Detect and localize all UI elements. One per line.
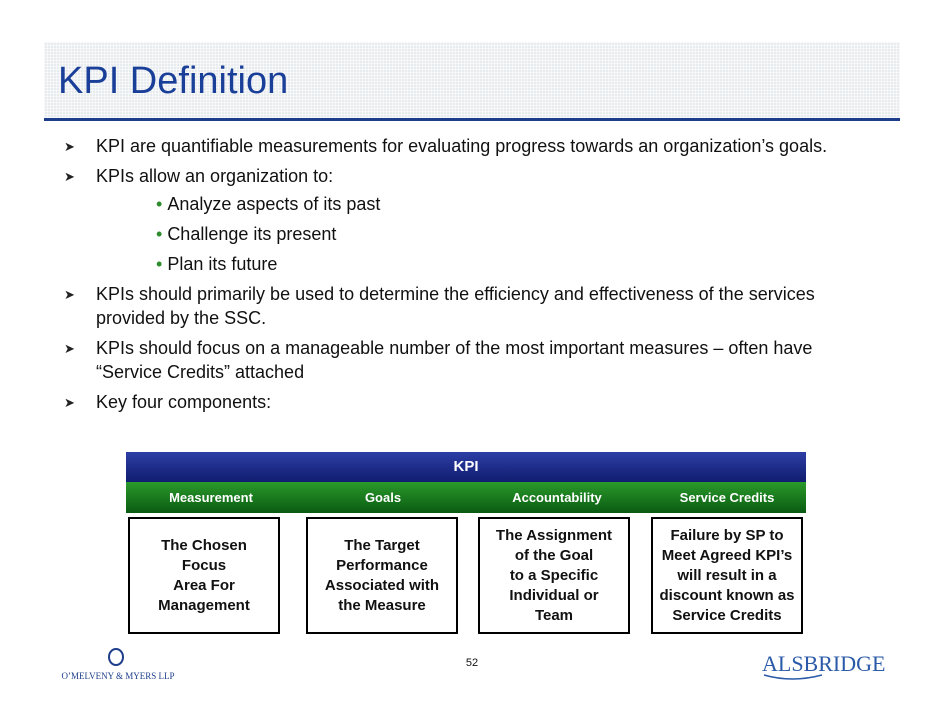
box-line: The Chosen [161,536,247,554]
box-line: Team [534,606,574,624]
bullet-item: ➤ KPI are quantifiable measurements for … [64,134,844,158]
arrow-bullet-icon: ➤ [64,395,75,410]
box-measurement: The Chosen Focus Area For Management [128,517,280,634]
alsbridge-logo: ALSBRIDGE [762,651,885,680]
bullet-item: ➤ KPIs allow an organization to: •Analyz… [64,164,844,276]
sub-bullet-list: •Analyze aspects of its past •Challenge … [156,192,844,276]
omelveny-logo: O’MELVENY & MYERS LLP [61,648,175,681]
sub-bullet-dot: • [156,224,163,244]
box-line: Focus [181,556,227,574]
sub-bullet-text: Plan its future [167,254,278,274]
box-line: the Measure [338,596,426,614]
box-text: The Target Performance Associated with t… [325,536,439,616]
box-line: discount known as [659,586,795,604]
title-band [44,42,900,118]
box-text: Failure by SP to Meet Agreed KPI’s will … [659,526,794,626]
sub-bullet-dot: • [156,254,163,274]
box-line: The Assignment [495,526,613,544]
bullet-item: ➤ KPIs should focus on a manageable numb… [64,336,844,384]
kpi-header-bar: KPI [126,452,806,482]
box-line: Service Credits [672,606,782,624]
component-accountability: Accountability [512,490,602,505]
bullet-item: ➤ Key four components: [64,390,844,414]
slide-title: KPI Definition [58,60,289,102]
box-accountability: The Assignment of the Goal to a Specific… [478,517,630,634]
box-line: will result in a [677,566,777,584]
arrow-bullet-icon: ➤ [64,169,75,184]
box-line: Performance [336,556,428,574]
arrow-bullet-icon: ➤ [64,287,75,302]
omelveny-logo-text: O’MELVENY & MYERS LLP [61,671,174,681]
box-line: Associated with [324,576,440,594]
omelveny-logo-mark [108,648,124,666]
component-measurement: Measurement [169,490,253,505]
bullet-text: KPIs allow an organization to: [96,166,334,186]
bullet-list: ➤ KPI are quantifiable measurements for … [64,134,844,414]
box-text: The Assignment of the Goal to a Specific… [496,526,612,626]
component-goals: Goals [364,490,402,505]
sub-bullet-item: •Plan its future [156,252,844,276]
bullet-text: KPIs should focus on a manageable number… [96,338,813,382]
title-rule [44,118,900,121]
alsbridge-logo-text: ALSBRIDGE [762,651,885,676]
components-bar: Measurement Goals Accountability Service… [126,482,806,513]
box-goals: The Target Performance Associated with t… [306,517,458,634]
sub-bullet-item: •Analyze aspects of its past [156,192,844,216]
box-line: Meet Agreed KPI’s [661,546,793,564]
box-line: to a Specific [509,566,599,584]
component-service-credits: Service Credits [679,490,775,505]
box-line: Area For [173,576,235,594]
bullet-text: KPIs should primarily be used to determi… [96,284,815,328]
bullet-text: Key four components: [96,392,272,412]
box-line: of the Goal [514,546,594,564]
arrow-bullet-icon: ➤ [64,341,75,356]
page-number: 52 [465,657,479,669]
sub-bullet-text: Challenge its present [167,224,337,244]
sub-bullet-item: •Challenge its present [156,222,844,246]
sub-bullet-dot: • [156,194,163,214]
box-line: Individual or [509,586,599,604]
bullet-item: ➤ KPIs should primarily be used to deter… [64,282,844,330]
alsbridge-logo-swoosh [763,674,823,680]
box-line: The Target [344,536,420,554]
bullet-text: KPI are quantifiable measurements for ev… [96,136,828,156]
box-service-credits: Failure by SP to Meet Agreed KPI’s will … [651,517,803,634]
box-text: The Chosen Focus Area For Management [158,536,250,616]
box-line: Management [158,596,250,614]
box-line: Failure by SP to [670,526,784,544]
sub-bullet-text: Analyze aspects of its past [167,194,381,214]
arrow-bullet-icon: ➤ [64,139,75,154]
